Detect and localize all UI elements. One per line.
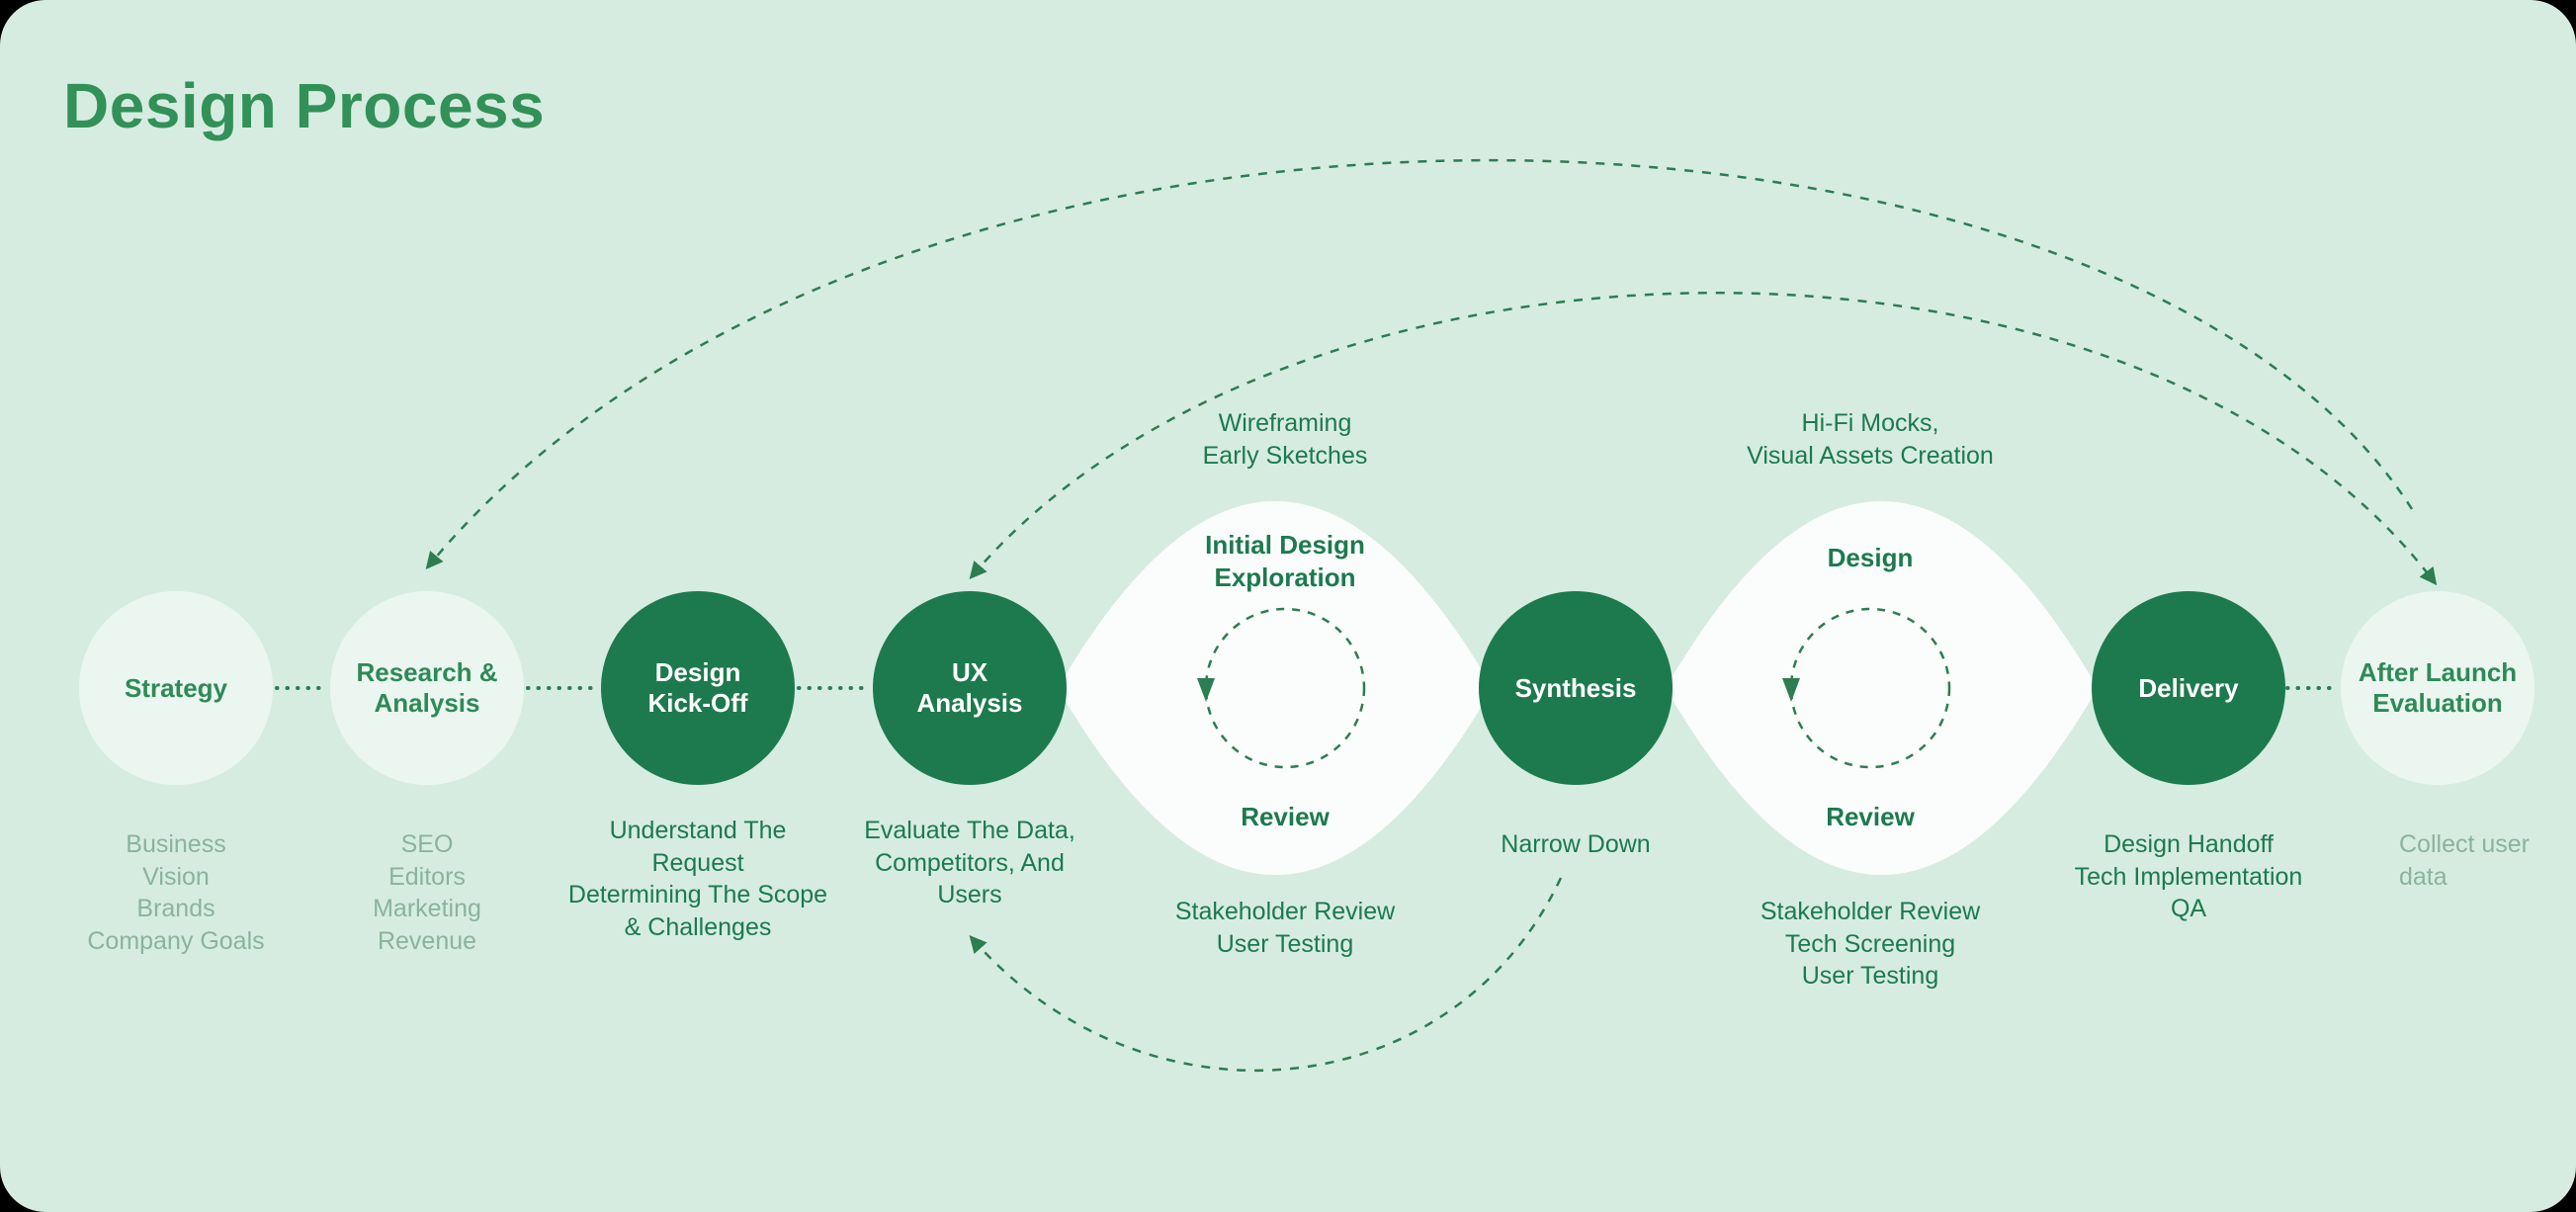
stage-details-research: SEO Editors Marketing Revenue xyxy=(373,830,481,955)
stage-details-ux-analysis: Evaluate The Data, Competitors, And User… xyxy=(864,817,1075,909)
stage-circle-ux-analysis: UX Analysis xyxy=(873,591,1067,785)
stage-circle-synthesis: Synthesis xyxy=(1479,591,1673,785)
stage-details-synthesis: Narrow Down xyxy=(1501,830,1651,858)
stage-label: Synthesis xyxy=(1514,672,1637,703)
stage-details-delivery: Design Handoff Tech Implementation QA xyxy=(2074,830,2303,922)
loop-review-label: Review xyxy=(1241,802,1330,831)
stage-details-strategy: Business Vision Brands Company Goals xyxy=(87,830,265,955)
stage-details-after-launch: Collect user data xyxy=(2399,830,2530,891)
stage-circle-design-kick-off: Design Kick-Off xyxy=(601,591,795,785)
stage-details-kick-off: Understand The Request Determining The S… xyxy=(567,817,828,941)
stage-circle-delivery: Delivery xyxy=(2092,591,2285,785)
loop-review-label: Review xyxy=(1826,802,1915,831)
loop-bottom-caption: Stakeholder Review Tech Screening User T… xyxy=(1760,898,1981,990)
stage-label: Research & Analysis xyxy=(356,657,498,718)
page-title: Design Process xyxy=(63,70,546,141)
feedback-arc-to-research xyxy=(425,158,2414,570)
loop-arrow-icon xyxy=(1782,678,1800,702)
loop-bottom-caption: Stakeholder Review User Testing xyxy=(1174,898,1396,958)
stage-circle-after-launch: After Launch Evaluation xyxy=(2341,591,2534,785)
stage-circle-strategy: Strategy xyxy=(79,591,273,785)
stage-label: Delivery xyxy=(2138,672,2239,703)
stage-circle-research-analysis: Research & Analysis xyxy=(330,591,524,785)
iteration-loop-icon xyxy=(1789,607,1951,769)
stage-label: Design Kick-Off xyxy=(647,657,748,718)
loop-phase-label: Design xyxy=(1827,543,1914,572)
feedback-arc-synthesis-to-ux xyxy=(969,877,1563,1073)
stage-label: After Launch Evaluation xyxy=(2358,657,2518,718)
iteration-lens-shape xyxy=(1666,501,2098,875)
loop-top-caption: Wireframing Early Sketches xyxy=(1202,409,1368,470)
loop-arrow-icon xyxy=(1197,678,1215,702)
iteration-lens-shape xyxy=(1058,501,1493,875)
stage-label: UX Analysis xyxy=(916,657,1023,718)
iteration-loop-icon xyxy=(1204,607,1366,769)
loop-phase-label: Initial Design Exploration xyxy=(1205,530,1365,592)
feedback-arc-ux-after-launch xyxy=(969,292,2438,586)
stage-label: Strategy xyxy=(124,672,228,703)
loop-top-caption: Hi-Fi Mocks, Visual Assets Creation xyxy=(1747,409,1994,470)
